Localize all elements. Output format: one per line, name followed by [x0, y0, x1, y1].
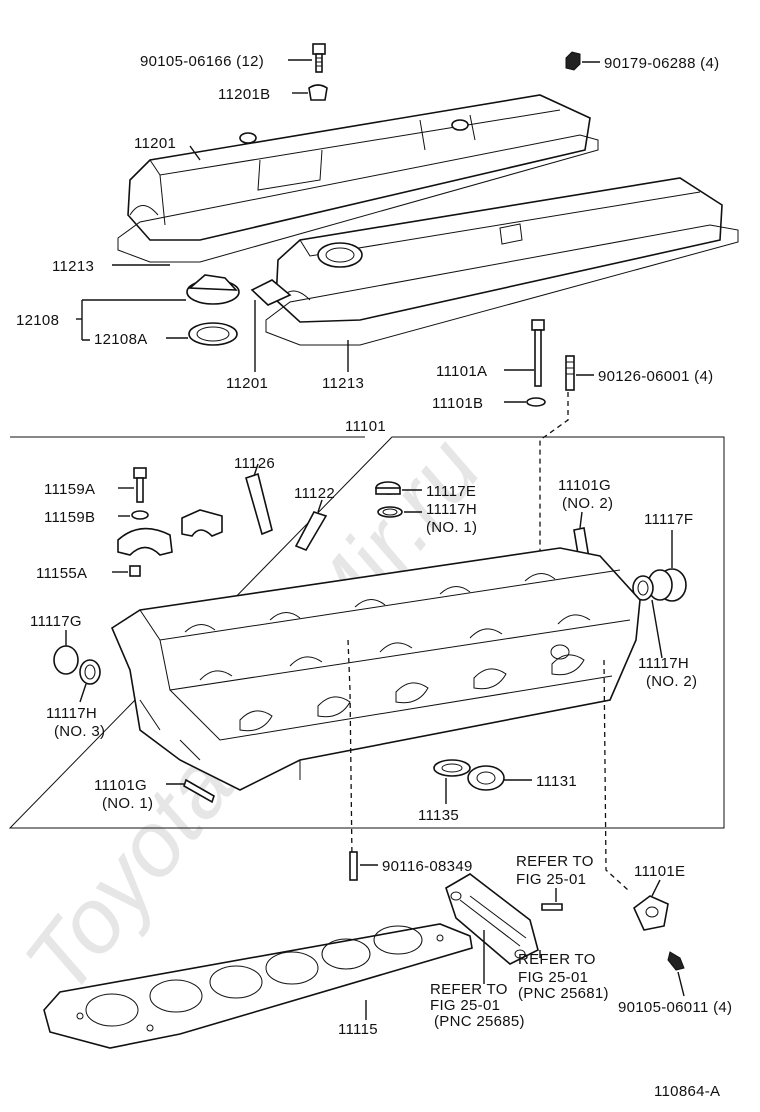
label-cover-bolt: 90105-06166 (12) [140, 53, 264, 70]
water-outlet-part [445, 873, 539, 965]
dashed-leader [347, 639, 353, 861]
label-refer-b-3: (PNC 25681) [518, 985, 609, 1002]
label-plug-e: 11117E [426, 483, 476, 500]
label-refer-a-2: FIG 25-01 [516, 871, 586, 888]
cam-cover-1-part [127, 94, 591, 241]
label-refer-b-1: REFER TO [518, 951, 596, 968]
cylinder-head-part [110, 547, 641, 791]
cover-bolt-part [312, 43, 326, 73]
label-cover-1: 11201 [134, 135, 176, 152]
label-refer-c-3: (PNC 25685) [434, 1013, 525, 1030]
label-ring: 11135 [418, 807, 459, 824]
label-grommet: 11201B [218, 86, 270, 103]
label-stud-2: 90116-08349 [382, 858, 473, 875]
label-plug-g: 11117G [30, 613, 82, 630]
label-bolt-e: 90105-06011 (4) [618, 999, 732, 1016]
leader-line [677, 971, 685, 997]
label-stud-g1-note: (NO. 1) [102, 795, 153, 812]
label-guide: 11126 [234, 455, 275, 472]
oil-cap-part [186, 274, 240, 346]
cover-nut-part [565, 51, 581, 71]
dashed-leader [603, 659, 629, 891]
label-plug-h1-note: (NO. 1) [426, 519, 477, 536]
bracket-line [81, 299, 186, 341]
leader-line [579, 511, 583, 529]
label-stud-g1: 11101G [94, 777, 147, 794]
refer-a-bolt-part [541, 903, 563, 911]
label-valve-guide-b: 11122 [294, 485, 335, 502]
label-head-gasket: 11115 [338, 1021, 378, 1038]
leader-line [253, 463, 259, 477]
label-stud-g2-note: (NO. 2) [562, 495, 613, 512]
label-refer-c-2: FIG 25-01 [430, 997, 500, 1014]
label-plug-h3: 11117H [46, 705, 97, 722]
leader-line [189, 145, 201, 161]
label-cam-bolt: 11159A [44, 481, 95, 498]
cover-gasket-1-part [117, 134, 599, 263]
cam-cap-part [117, 509, 223, 556]
label-refer-c-1: REFER TO [430, 981, 508, 998]
label-dowel: 11155A [36, 565, 87, 582]
label-plug-h2: 11117H [638, 655, 689, 672]
label-refer-a-1: REFER TO [516, 853, 594, 870]
figure-id: 110864-A [654, 1083, 720, 1100]
leader-line [651, 599, 663, 659]
leader-line [79, 683, 87, 703]
valve-guide-part [245, 472, 273, 536]
label-refer-b-2: FIG 25-01 [518, 969, 588, 986]
seal-part [433, 759, 505, 791]
grommet-part [308, 84, 328, 101]
label-head-bolt: 11101A [436, 363, 487, 380]
label-head-assy: 11101 [345, 418, 386, 435]
stud-g1-part [183, 778, 215, 804]
leader-line [651, 879, 661, 897]
label-plug-f: 11117F [644, 511, 693, 528]
label-stud-g2: 11101G [558, 477, 611, 494]
plug-g-part [53, 645, 101, 685]
cam-cover-2-part [275, 177, 723, 323]
bolt-e-part [667, 951, 685, 971]
cam-washer-part [131, 510, 149, 520]
label-gasket-1: 11213 [52, 258, 94, 275]
label-gasket-2: 11213 [322, 375, 364, 392]
valve-guide-b-part [294, 511, 328, 551]
label-stud-e: 11101E [634, 863, 685, 880]
label-cover-2: 11201 [226, 375, 268, 392]
label-stud: 90126-06001 (4) [598, 368, 713, 385]
dashed-leader [539, 392, 569, 560]
dowel-part [129, 565, 141, 577]
cover-gasket-2-part [265, 224, 739, 346]
label-plug-h3-note: (NO. 3) [54, 723, 105, 740]
label-head-washer: 11101B [432, 395, 483, 412]
head-gasket-part [43, 923, 473, 1049]
label-cap-group: 12108 [16, 312, 59, 329]
plug-f-part [632, 568, 687, 602]
label-seal: 11131 [536, 773, 577, 790]
cover-plate-part [250, 279, 292, 306]
sensor-part [633, 895, 669, 931]
label-cover-nut: 90179-06288 (4) [604, 55, 719, 72]
head-washer-part [526, 397, 546, 407]
label-cam-washer: 11159B [44, 509, 95, 526]
plug-e-part [375, 481, 403, 518]
leader-line [317, 499, 323, 513]
stud-part [565, 355, 575, 391]
label-plug-h2-note: (NO. 2) [646, 673, 697, 690]
label-plug-h1: 11117H [426, 501, 477, 518]
head-bolt-part [531, 319, 545, 387]
stud-2-part [349, 851, 358, 881]
cam-cap-bolt-part [133, 467, 147, 503]
label-cap-gasket: 12108A [94, 331, 148, 348]
